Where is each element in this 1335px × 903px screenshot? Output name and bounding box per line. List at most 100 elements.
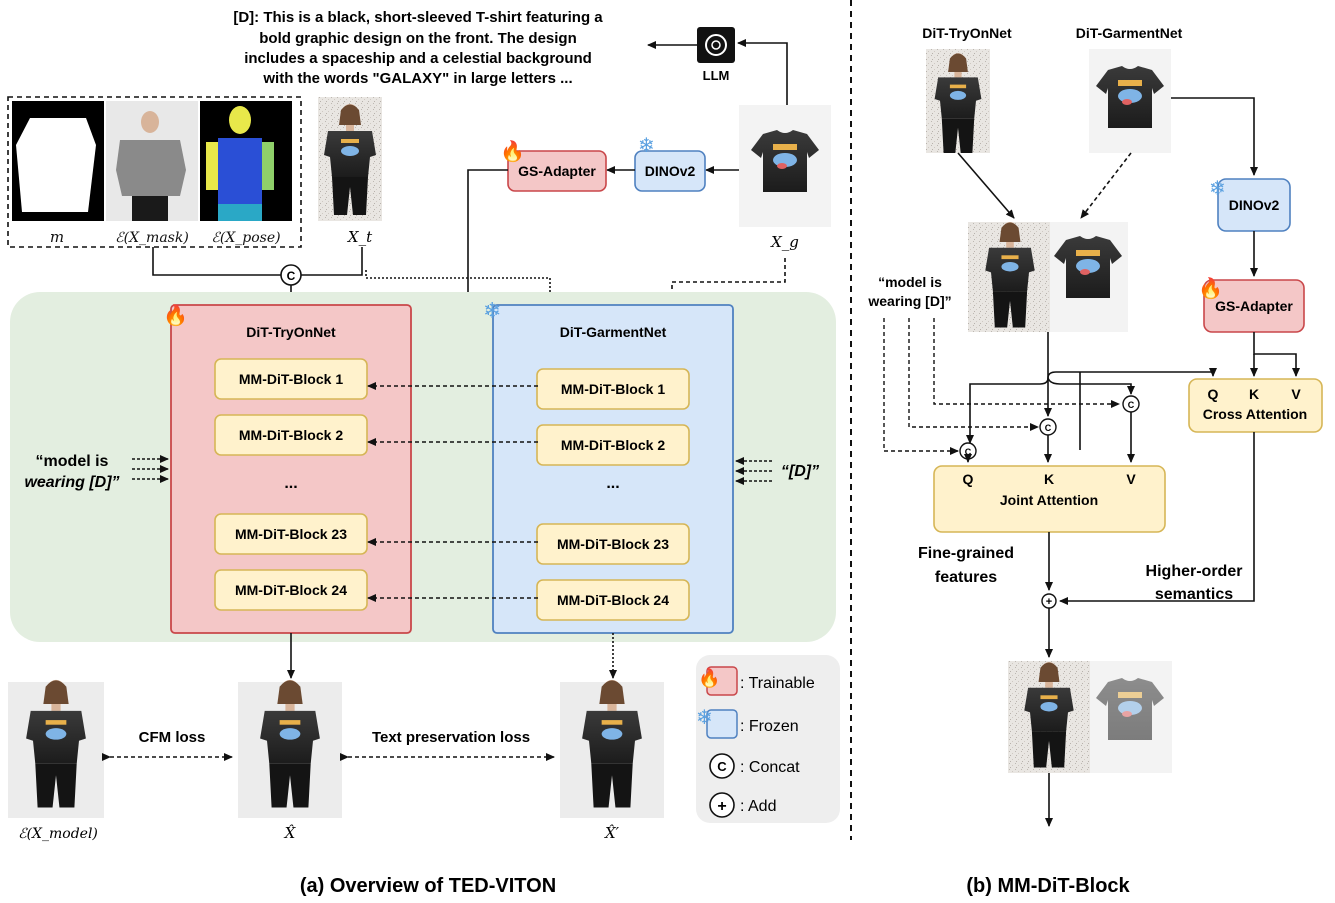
snowflake-icon: ❄ — [696, 707, 713, 729]
rb-add-glyph: + — [1046, 596, 1052, 608]
dinov2-box — [634, 150, 706, 192]
label-mask: ℰ(X_mask) — [115, 230, 189, 246]
label-xt: X_t — [347, 228, 373, 246]
rb-noisy-person-image — [926, 49, 990, 153]
flame-icon: 🔥 — [500, 139, 525, 163]
legend-concat-glyph: C — [717, 759, 727, 774]
rb-concat-v-glyph: C — [1128, 400, 1135, 410]
llm-icon — [697, 27, 735, 63]
legend-concat-symbol — [709, 753, 735, 779]
cross-attention-box — [1188, 378, 1323, 433]
rb-concat-image — [968, 222, 1128, 332]
left-prompt-line-1: “model is — [36, 453, 109, 470]
description-line-2: bold graphic design on the front. The de… — [259, 30, 577, 47]
garment-description: [D]: This is a black, short-sleeved T-sh… — [233, 9, 603, 87]
description-line-1: [D]: This is a black, short-sleeved T-sh… — [233, 9, 603, 26]
snowflake-icon: ❄ — [483, 298, 501, 323]
legend-frozen-label: : Frozen — [740, 718, 799, 735]
caption-b: (b) MM-DiT-Block — [966, 875, 1130, 897]
left-prompt-line-2: wearing [D]” — [24, 474, 119, 491]
cross-attention-label: Cross Attention — [1203, 406, 1307, 422]
xhat-prime-image — [560, 679, 664, 818]
tryon-net-label: DiT-TryOnNet — [246, 324, 336, 340]
tryon-ellipsis: ... — [284, 475, 297, 492]
rb-prompt-line-1: “model is — [878, 274, 942, 290]
rb-dinov2-label: DINOv2 — [1229, 197, 1280, 213]
label-model: ℰ(X_model) — [18, 826, 98, 842]
fine-grained-line-2: features — [935, 569, 997, 586]
masked-person-image — [106, 101, 198, 221]
label-xhat: X̂ — [284, 824, 297, 842]
flame-icon: 🔥 — [163, 303, 188, 327]
garment-block-2 — [536, 424, 690, 466]
fine-grained-line-1: Fine-grained — [918, 545, 1014, 562]
legend-concat-label: : Concat — [740, 759, 800, 776]
mask-image — [12, 101, 104, 221]
condition-inputs-box — [7, 96, 302, 248]
text-preservation-loss-label: Text preservation loss — [372, 729, 530, 746]
garment-block-label-4: MM-DiT-Block 23 — [557, 536, 669, 552]
joint-attention-q: Q — [963, 471, 974, 487]
xhat-image — [238, 679, 342, 818]
dinov2-label: DINOv2 — [645, 163, 696, 179]
tryon-block-label-4: MM-DiT-Block 23 — [235, 526, 347, 542]
label-xhat-prime: X̂′ — [604, 824, 620, 842]
legend-add-symbol — [709, 792, 735, 818]
rb-tryon-label: DiT-TryOnNet — [922, 25, 1012, 41]
garment-block-label-5: MM-DiT-Block 24 — [557, 592, 669, 608]
caption-a: (a) Overview of TED-VITON — [300, 875, 556, 897]
right-prompt: “[D]” — [781, 463, 819, 480]
garment-block-4 — [536, 523, 690, 565]
tryon-block-2 — [214, 414, 368, 456]
legend-frozen-swatch — [706, 709, 738, 739]
rb-garment-image — [1089, 49, 1171, 153]
joint-attention-v: V — [1126, 471, 1136, 487]
noisy-person-image — [318, 97, 382, 221]
garment-ellipsis: ... — [606, 475, 619, 492]
garment-image — [739, 105, 831, 227]
legend-add-glyph: + — [717, 798, 726, 815]
label-m: m — [50, 228, 64, 246]
snowflake-icon: ❄ — [1209, 178, 1226, 200]
joint-attention-label: Joint Attention — [1000, 492, 1098, 508]
tryon-blocks: MM-DiT-Block 1 MM-DiT-Block 2... MM-DiT-Bl… — [214, 358, 368, 611]
higher-order-line-2: semantics — [1155, 586, 1233, 603]
legend — [696, 655, 840, 823]
label-pose: ℰ(X_pose) — [211, 230, 280, 246]
garment-net-label: DiT-GarmentNet — [560, 324, 667, 340]
gs-adapter-label: GS-Adapter — [518, 163, 596, 179]
gs-adapter-box — [507, 150, 607, 192]
tryon-block-5 — [214, 569, 368, 611]
garment-block-label-1: MM-DiT-Block 1 — [561, 381, 665, 397]
tryon-block-label-5: MM-DiT-Block 24 — [235, 582, 347, 598]
cross-attention-v: V — [1291, 386, 1301, 402]
flame-icon: 🔥 — [1198, 276, 1223, 300]
tryon-block-label-1: MM-DiT-Block 1 — [239, 371, 343, 387]
cross-attention-q: Q — [1208, 386, 1219, 402]
llm-label: LLM — [703, 68, 730, 83]
model-image — [8, 679, 104, 818]
joint-attention-k: K — [1044, 471, 1054, 487]
description-line-4: with the words "GALAXY" in large letters… — [262, 70, 572, 87]
openai-logo-icon — [705, 34, 727, 56]
garment-blocks: MM-DiT-Block 1 MM-DiT-Block 2... MM-DiT-Bl… — [536, 368, 690, 621]
garment-block-label-2: MM-DiT-Block 2 — [561, 437, 665, 453]
higher-order-line-1: Higher-order — [1146, 563, 1243, 580]
tryon-block-1 — [214, 358, 368, 400]
concat-symbol: C — [287, 269, 296, 283]
garment-block-5 — [536, 579, 690, 621]
tryon-block-4 — [214, 513, 368, 555]
rb-garment-label: DiT-GarmentNet — [1076, 25, 1183, 41]
rb-prompt-line-2: wearing [D]” — [867, 293, 951, 309]
flame-icon: 🔥 — [698, 667, 720, 688]
cfm-loss-label: CFM loss — [139, 729, 206, 746]
tryon-block-label-2: MM-DiT-Block 2 — [239, 427, 343, 443]
pose-image — [200, 101, 292, 221]
cross-attention-k: K — [1249, 386, 1259, 402]
rb-concat-k-glyph: C — [1045, 423, 1052, 433]
label-xg: X_g — [770, 233, 799, 251]
legend-trainable-label: : Trainable — [740, 675, 815, 692]
garment-block-1 — [536, 368, 690, 410]
rb-concat-q-glyph: C — [965, 447, 972, 457]
